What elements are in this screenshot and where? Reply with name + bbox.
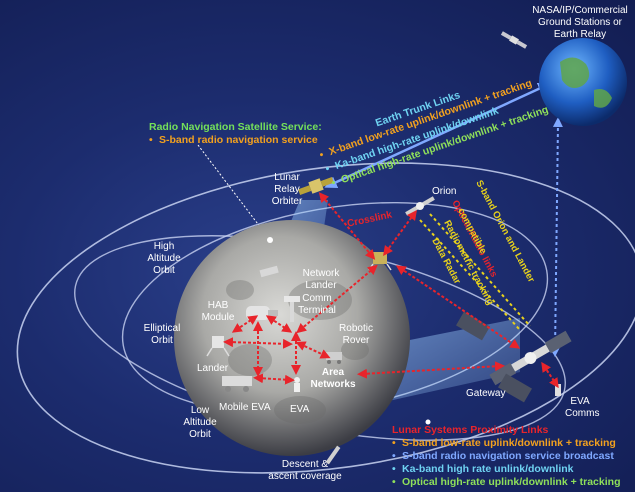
robotic-rover-line1: Robotic	[339, 323, 373, 334]
lunar-relay-ground-icon	[259, 265, 279, 278]
lunar-relay-line2: Relay	[274, 184, 300, 195]
high-orbit-line1: High	[153, 241, 175, 252]
proximity-item-rnss: •S-band radio navigation service broadca…	[392, 450, 614, 462]
lunar-relay-orbiter-icon	[298, 177, 334, 195]
proximity-item-kaband: •Ka-band high rate unlink/downlink	[392, 463, 574, 475]
surface-network-links	[223, 264, 378, 385]
hab-module-line2: Module	[201, 312, 235, 323]
network-lander-line2: Lander	[305, 280, 337, 291]
low-altitude-orbit-label: Low Altitude Orbit	[178, 405, 222, 441]
low-orbit-line3: Orbit	[189, 429, 211, 440]
lander-label: Lander	[197, 363, 229, 374]
eva-label: EVA	[290, 404, 310, 415]
comm-terminal-icon	[284, 296, 300, 322]
eva-comms-satellite-icon	[555, 384, 561, 396]
hab-module-line1: HAB	[207, 300, 229, 311]
earth-link-lightblue	[324, 82, 551, 189]
high-altitude-orbit-label: High Altitude Orbit	[142, 241, 186, 277]
eva-astronaut-icon	[294, 377, 300, 392]
proximity-item-rnss-text: S-band radio navigation service broadcas…	[402, 450, 614, 462]
rnss-marker	[267, 237, 273, 243]
area-networks-line1: Area	[321, 367, 345, 378]
high-altitude-orbit	[16, 162, 635, 474]
earth-relay-satellite-icon	[500, 31, 528, 49]
orion-icon	[405, 196, 435, 216]
mobile-eva-label: Mobile EVA	[219, 402, 271, 413]
area-networks-line2: Networks	[310, 379, 356, 390]
earth-land	[560, 57, 612, 108]
earth-gateway-link	[550, 117, 563, 357]
elliptical-orbit-line2: Orbit	[151, 335, 173, 346]
rnss-item: •S-band radio navigation service	[149, 134, 318, 146]
eva-comms-line1: EVA	[570, 396, 590, 407]
high-orbit-line3: Orbit	[153, 265, 175, 276]
rnss-item-text: S-band radio navigation service	[159, 134, 318, 146]
proximity-item-optical-text: Optical high-rate uplink/downlink + trac…	[402, 476, 621, 488]
area-networks-label: Area Networks	[310, 367, 356, 391]
low-orbit-line2: Altitude	[183, 417, 217, 428]
proximity-marker	[425, 419, 431, 425]
gateway-eva-link	[541, 361, 559, 389]
hab-module-label: HAB Module	[196, 300, 240, 324]
gateway-surface-link	[357, 361, 505, 379]
proximity-item-kaband-text: Ka-band high rate unlink/downlink	[402, 463, 574, 475]
eva-comms-label: EVA Comms	[565, 396, 599, 420]
proximity-links-block: Lunar Systems Proximity Links •S-band lo…	[392, 424, 621, 489]
network-lander-label: Network Lander	[298, 268, 344, 292]
gateway-network-link	[395, 265, 521, 349]
network-lander-line1: Network	[302, 268, 340, 279]
elliptical-orbit-line1: Elliptical	[143, 323, 181, 334]
lunar-relay-line1: Lunar	[274, 172, 300, 183]
earth-relay-label: NASA/IP/Commercial Ground Stations or Ea…	[524, 5, 635, 41]
descent-label: Descent & ascent coverage	[262, 459, 348, 483]
lunar-relay-label: Lunar Relay Orbiter	[262, 172, 312, 208]
robotic-rover-label: Robotic Rover	[334, 323, 378, 347]
crosslink-line	[318, 192, 376, 260]
elliptical-orbit-label: Elliptical Orbit	[138, 323, 186, 347]
earth-relay-line2: Ground Stations or	[538, 17, 622, 28]
robotic-rover-line2: Rover	[342, 335, 370, 346]
rnss-block: Radio Navigation Satellite Service: •S-b…	[149, 121, 322, 147]
proximity-title: Lunar Systems Proximity Links	[392, 424, 549, 436]
proximity-item-sband: •S-band low-rate uplink/downlink + track…	[392, 437, 616, 449]
proximity-item-optical: •Optical high-rate uplink/downlink + tra…	[392, 476, 621, 488]
mobile-eva-rover-icon	[222, 376, 252, 392]
robotic-rover-icon	[326, 352, 342, 364]
comm-terminal-label: Comm Terminal	[294, 293, 340, 317]
descent-vehicle-icon	[325, 445, 341, 465]
comm-terminal-line1: Comm	[302, 293, 332, 304]
orion-label: Orion	[432, 186, 457, 197]
sband-links	[419, 213, 531, 331]
descent-line2: ascent coverage	[268, 471, 342, 482]
proximity-item-sband-text: S-band low-rate uplink/downlink + tracki…	[402, 437, 616, 449]
earth-relay-line3: Earth Relay	[553, 29, 607, 40]
low-orbit-line1: Low	[190, 405, 210, 416]
gateway-label: Gateway	[466, 388, 506, 399]
high-orbit-line2: Altitude	[147, 253, 181, 264]
lunar-relay-line3: Orbiter	[271, 196, 303, 207]
eva-comms-line2: Comms	[565, 408, 600, 419]
rnss-title: Radio Navigation Satellite Service:	[149, 121, 322, 133]
comm-terminal-line2: Terminal	[298, 305, 336, 316]
earth-relay-line1: NASA/IP/Commercial	[532, 5, 628, 16]
orion-lander-link	[383, 209, 417, 257]
lander-icon	[206, 336, 230, 357]
descent-line1: Descent &	[281, 459, 329, 470]
